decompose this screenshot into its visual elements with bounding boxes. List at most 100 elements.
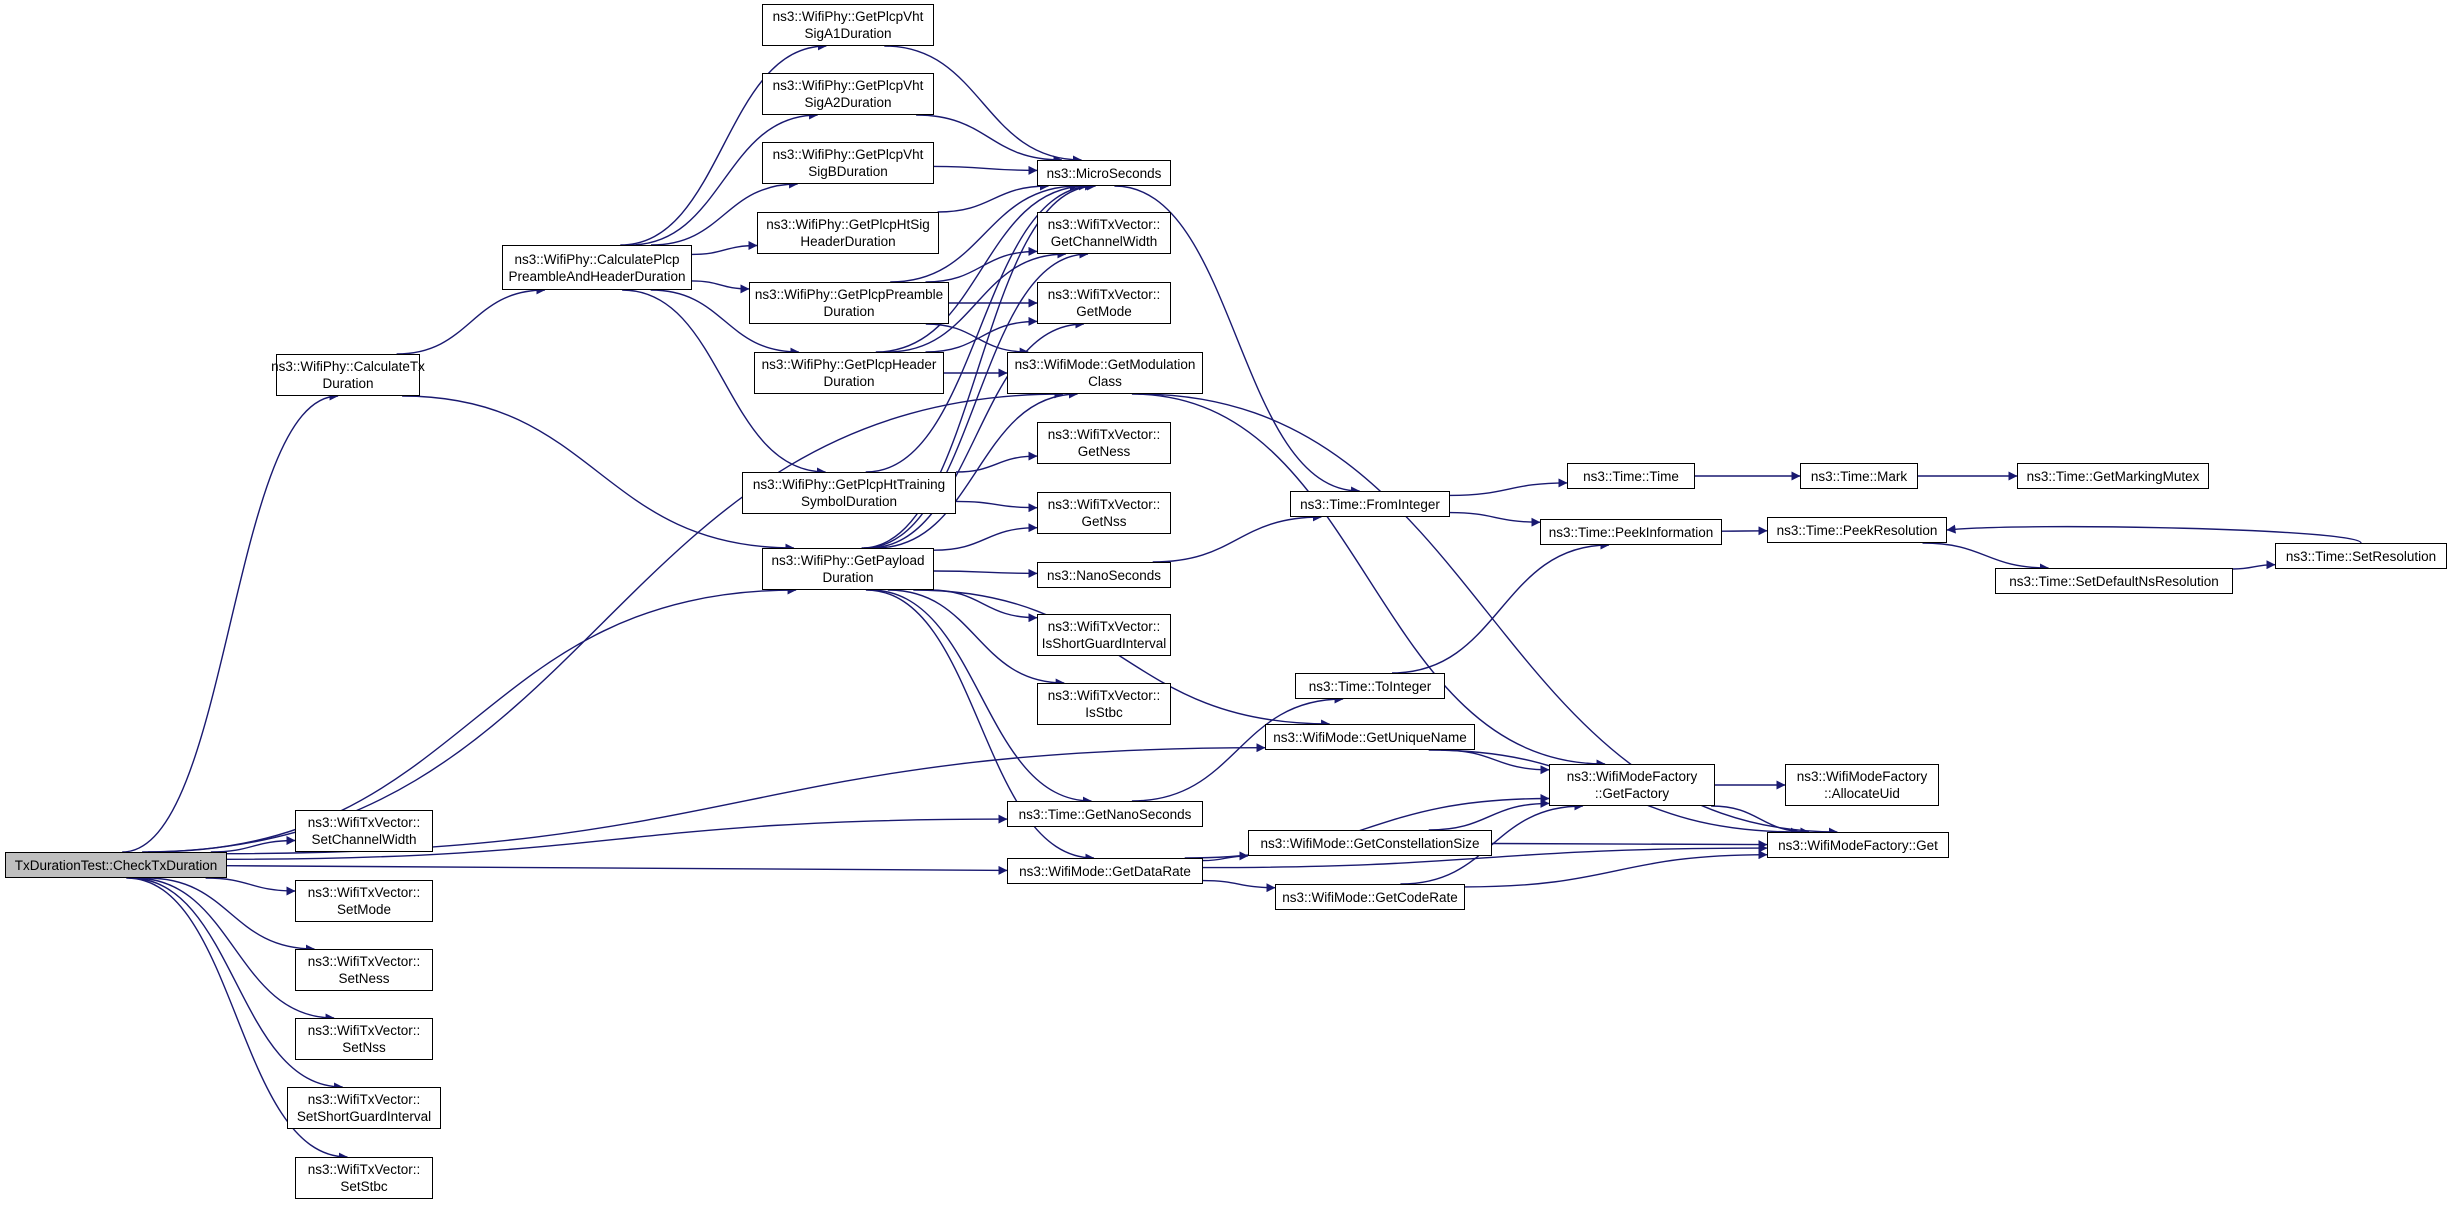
node-tointeger[interactable]: ns3::Time::ToInteger: [1295, 673, 1445, 699]
node-getchw[interactable]: ns3::WifiTxVector::GetChannelWidth: [1037, 212, 1171, 254]
node-setnss[interactable]: ns3::WifiTxVector::SetNss: [295, 1018, 433, 1060]
node-markmutex[interactable]: ns3::Time::GetMarkingMutex: [2017, 463, 2209, 489]
edge-root-to-setnss: [134, 877, 335, 1023]
edge-getnanosec-to-tointeger: [1131, 694, 1344, 802]
node-label-line: ns3::WifiTxVector::: [307, 1023, 421, 1038]
node-label-line: SetStbc: [340, 1179, 388, 1194]
node-label-line: ns3::WifiPhy::GetPlcpVht: [772, 78, 924, 93]
edge-micro-to-frominteger: [1114, 185, 1361, 496]
edge-header-to-getmode: [925, 316, 1038, 353]
edge-peekres-to-setdefres: [1922, 542, 2049, 573]
edge-payload-to-nano: [933, 568, 1038, 578]
edge-header-to-micro: [875, 181, 1088, 353]
node-label-line: GetNss: [1081, 514, 1127, 529]
node-peekres[interactable]: ns3::Time::PeekResolution: [1767, 517, 1947, 543]
edge-setdefres-to-setres: [2232, 560, 2276, 570]
edge-frominteger-to-peekinfo: [1449, 511, 1541, 527]
node-label-line: ns3::Time::PeekResolution: [1776, 522, 1938, 538]
node-label-line: SymbolDuration: [800, 494, 898, 509]
node-uniquename[interactable]: ns3::WifiMode::GetUniqueName: [1265, 724, 1475, 750]
node-label-line: GetMode: [1076, 304, 1132, 319]
node-label-line: Duration: [823, 304, 875, 319]
node-setdefres[interactable]: ns3::Time::SetDefaultNsResolution: [1995, 568, 2233, 594]
node-label-line: ns3::WifiTxVector::: [1047, 287, 1161, 302]
node-label-line: ns3::WifiPhy::CalculateTx: [271, 359, 425, 374]
node-frominteger[interactable]: ns3::Time::FromInteger: [1290, 491, 1450, 517]
node-datarate[interactable]: ns3::WifiMode::GetDataRate: [1007, 858, 1203, 884]
node-label-line: ns3::WifiPhy::GetPlcpHtTraining: [752, 477, 946, 492]
node-nano[interactable]: ns3::NanoSeconds: [1037, 562, 1171, 588]
edge-calc_plcp-to-vht_a2: [629, 110, 819, 246]
node-label-line: HeaderDuration: [800, 234, 896, 249]
edge-payload-to-isgi: [929, 589, 1038, 623]
node-setness[interactable]: ns3::WifiTxVector::SetNess: [295, 949, 433, 991]
node-coderate[interactable]: ns3::WifiMode::GetCodeRate: [1275, 884, 1465, 910]
node-allocuid[interactable]: ns3::WifiModeFactory::AllocateUid: [1785, 764, 1939, 806]
edge-root-to-payload: [148, 585, 797, 853]
node-label-line: ns3::WifiModeFactory: [1566, 769, 1698, 784]
node-label-line: ns3::WifiTxVector::: [1047, 497, 1161, 512]
node-label-line: ns3::WifiTxVector::: [307, 815, 421, 830]
node-getnss[interactable]: ns3::WifiTxVector::GetNss: [1037, 492, 1171, 534]
node-setmode[interactable]: ns3::WifiTxVector::SetMode: [295, 880, 433, 922]
node-micro[interactable]: ns3::MicroSeconds: [1037, 160, 1171, 186]
node-label-line: ns3::WifiTxVector::: [1047, 619, 1161, 634]
edge-preamble-to-micro: [890, 181, 1079, 283]
edge-calc_tx-to-calc_plcp: [396, 285, 546, 355]
node-root[interactable]: TxDurationTest::CheckTxDuration: [5, 852, 227, 878]
node-label-line: Duration: [823, 374, 875, 389]
edge-calc_plcp-to-htsig: [691, 241, 758, 256]
edge-preamble-to-modclass: [925, 323, 1029, 357]
node-label-line: ns3::WifiPhy::CalculatePlcp: [514, 251, 680, 267]
node-label-line: ns3::WifiTxVector::: [1047, 688, 1161, 703]
node-setsgi[interactable]: ns3::WifiTxVector::SetShortGuardInterval: [287, 1087, 441, 1129]
node-label-line: Duration: [322, 376, 374, 391]
node-getness[interactable]: ns3::WifiTxVector::GetNess: [1037, 422, 1171, 464]
edge-uniquename-to-factory: [1440, 749, 1550, 775]
node-setchw[interactable]: ns3::WifiTxVector::SetChannelWidth: [295, 810, 433, 852]
node-label-line: ns3::Time::PeekInformation: [1548, 524, 1714, 540]
node-factoryget[interactable]: ns3::WifiModeFactory::Get: [1767, 832, 1949, 858]
node-setstbc[interactable]: ns3::WifiTxVector::SetStbc: [295, 1157, 433, 1199]
node-label-line: ns3::Time::Time: [1583, 468, 1679, 484]
node-label-line: ::AllocateUid: [1824, 786, 1900, 801]
node-peekinfo[interactable]: ns3::Time::PeekInformation: [1540, 519, 1722, 545]
edge-payload-to-getnss: [933, 523, 1038, 551]
edge-payload-to-getnanosec: [869, 589, 1092, 806]
node-label-line: ns3::NanoSeconds: [1046, 567, 1162, 583]
node-setres[interactable]: ns3::Time::SetResolution: [2275, 543, 2447, 569]
node-label-line: ns3::WifiPhy::GetPayload: [771, 553, 925, 568]
edge-payload-to-getmode: [868, 319, 1085, 549]
node-label-line: ns3::WifiTxVector::: [307, 954, 421, 969]
node-timetime[interactable]: ns3::Time::Time: [1567, 463, 1695, 489]
node-getmode[interactable]: ns3::WifiTxVector::GetMode: [1037, 282, 1171, 324]
node-label-line: SetNess: [338, 971, 390, 986]
node-isstbc[interactable]: ns3::WifiTxVector::IsStbc: [1037, 683, 1171, 725]
edge-constsize-to-factory: [1428, 798, 1550, 831]
edge-calc_plcp-to-preamble: [691, 280, 750, 294]
node-mark[interactable]: ns3::Time::Mark: [1800, 463, 1918, 489]
node-factory[interactable]: ns3::WifiModeFactory::GetFactory: [1549, 764, 1715, 806]
edge-coderate-to-factoryget: [1464, 850, 1768, 888]
edge-nano-to-frominteger: [1152, 512, 1322, 563]
node-label-line: GetNess: [1077, 444, 1131, 459]
node-getnanosec[interactable]: ns3::Time::GetNanoSeconds: [1007, 801, 1203, 827]
node-label-line: ns3::Time::FromInteger: [1300, 496, 1440, 512]
node-isgi[interactable]: ns3::WifiTxVector::IsShortGuardInterval: [1037, 614, 1171, 656]
edge-root-to-setsgi: [129, 877, 344, 1092]
node-label-line: ns3::WifiPhy::GetPlcpVht: [772, 147, 924, 162]
node-constsize[interactable]: ns3::WifiMode::GetConstellationSize: [1248, 830, 1492, 856]
